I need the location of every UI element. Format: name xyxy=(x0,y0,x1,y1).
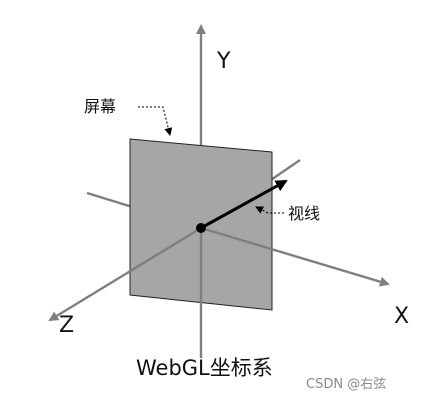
z-axis-line xyxy=(48,226,202,322)
y-axis-label: Y xyxy=(216,49,231,74)
screen-label: 屏幕 xyxy=(84,97,116,116)
x-axis-label: X xyxy=(394,304,409,329)
screen-label-leader xyxy=(138,106,173,136)
sight-line-vector xyxy=(200,179,288,230)
sight-line-label: 视线 xyxy=(288,204,320,223)
x-axis-line xyxy=(200,226,390,287)
sight-label-leader xyxy=(255,206,284,214)
diagram-caption: WebGL坐标系 xyxy=(136,356,273,380)
z-axis-label: Z xyxy=(59,313,74,338)
origin-dot xyxy=(196,223,206,233)
watermark: CSDN @右弦 xyxy=(306,376,386,392)
